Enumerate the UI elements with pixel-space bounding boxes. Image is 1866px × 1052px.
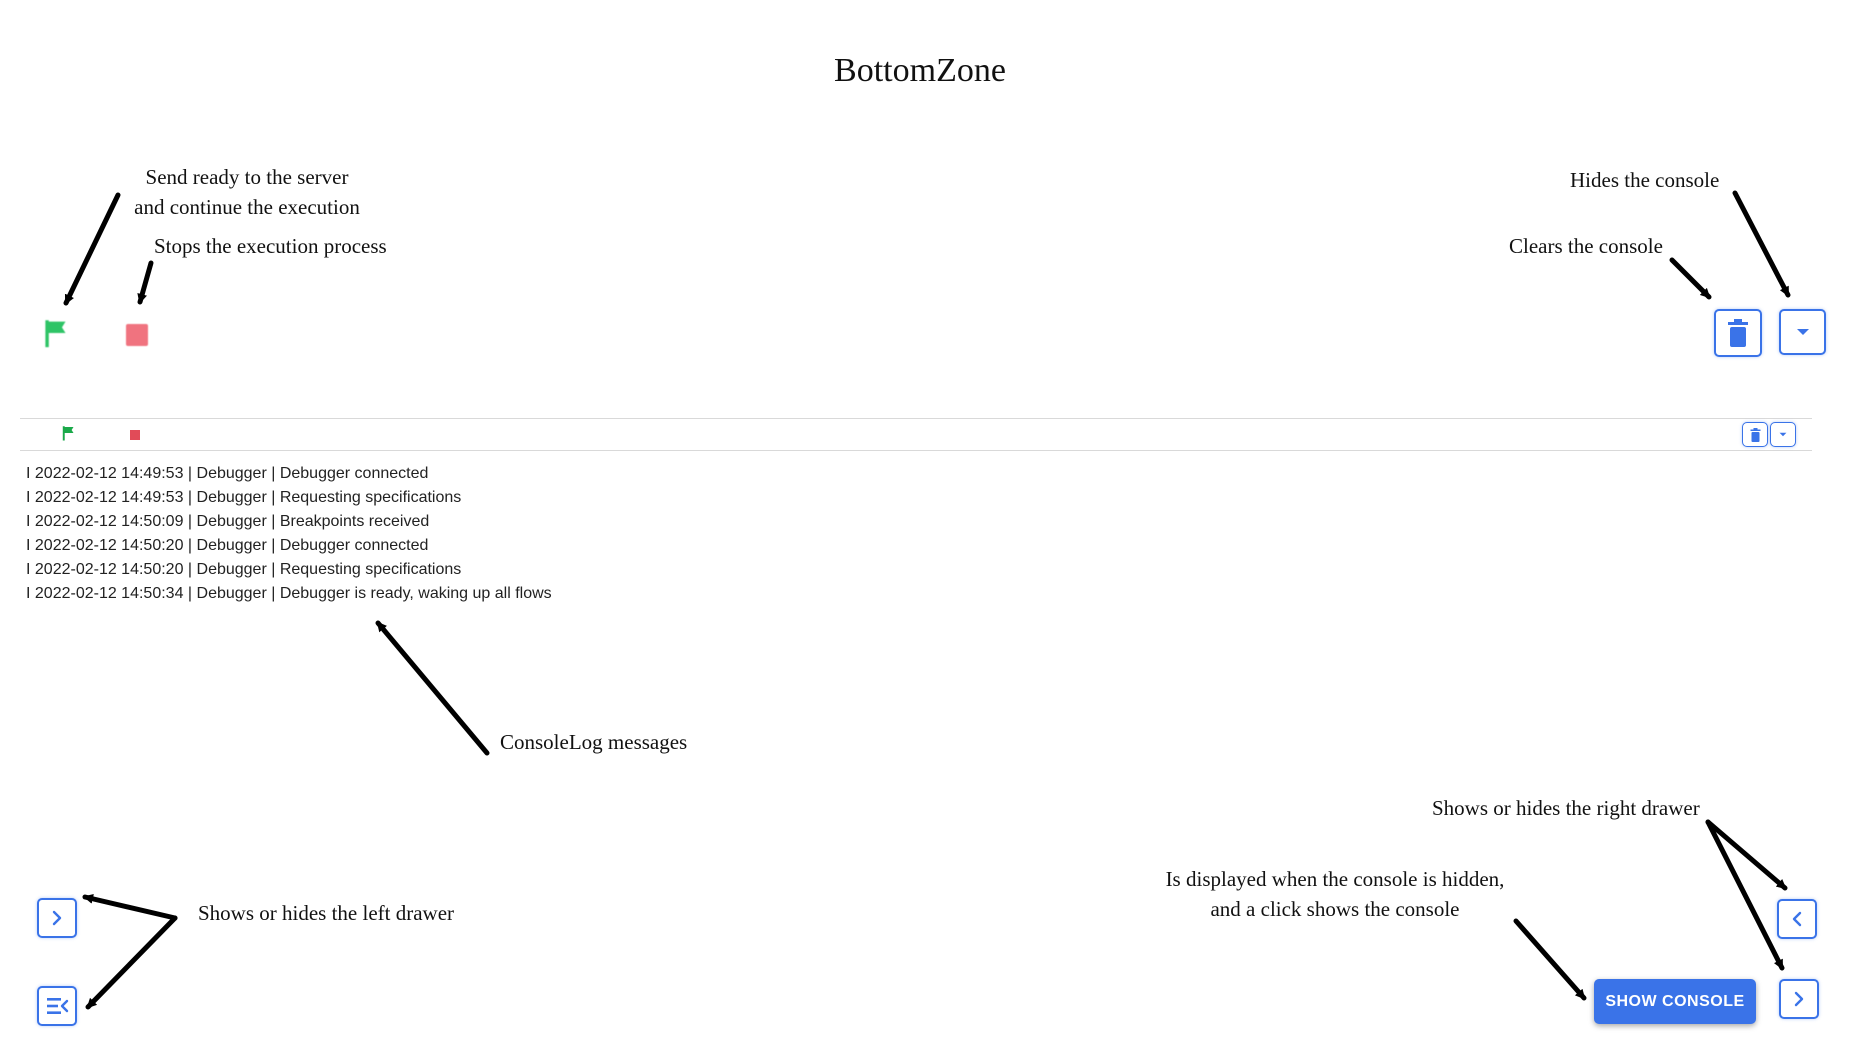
- stop-icon[interactable]: [130, 430, 140, 440]
- arrow-send-ready: [63, 192, 121, 306]
- log-entry: I 2022-02-12 14:49:53 | Debugger | Debug…: [26, 465, 429, 482]
- arrow-clears-console: [1669, 257, 1712, 300]
- console-toolbar: [20, 418, 1812, 451]
- arrow-left-drawer-top: [82, 893, 178, 921]
- left-drawer-toggle-button[interactable]: [37, 898, 77, 938]
- annotation-hides-console: Hides the console: [1570, 168, 1720, 192]
- show-console-button[interactable]: SHOW CONSOLE: [1594, 979, 1756, 1024]
- annotation-send-ready-line1: Send ready to the server: [145, 165, 349, 189]
- hide-console-button[interactable]: [1770, 422, 1796, 447]
- arrow-show-console: [1513, 918, 1587, 1001]
- trash-icon: [1750, 427, 1760, 442]
- annotation-send-ready: Send ready to the server and continue th…: [112, 162, 382, 222]
- caret-down-icon: [1779, 432, 1787, 437]
- log-entry: I 2022-02-12 14:50:20 | Debugger | Reque…: [26, 561, 462, 578]
- annotation-left-drawer: Shows or hides the left drawer: [198, 901, 455, 925]
- annotation-consolelog-messages: ConsoleLog messages: [500, 730, 688, 754]
- chevron-left-icon: [1792, 911, 1802, 927]
- console-log: I 2022-02-12 14:49:53 | Debugger | Debug…: [26, 462, 552, 606]
- trash-icon: [1728, 319, 1748, 347]
- arrow-consolelog: [375, 620, 490, 756]
- arrow-hides-console: [1732, 190, 1791, 298]
- arrow-stop-execution: [137, 260, 154, 305]
- annotation-clears-console: Clears the console: [1509, 234, 1663, 258]
- menu-collapse-icon: [47, 998, 69, 1014]
- chevron-right-icon: [1794, 991, 1804, 1007]
- log-entry: I 2022-02-12 14:50:34 | Debugger | Debug…: [26, 585, 552, 602]
- log-entry: I 2022-02-12 14:50:20 | Debugger | Debug…: [26, 537, 429, 554]
- annotation-show-console: Is displayed when the console is hidden,…: [1150, 864, 1520, 924]
- flag-icon[interactable]: [40, 316, 74, 350]
- caret-down-icon: [1796, 329, 1809, 335]
- clear-console-button[interactable]: [1714, 309, 1762, 357]
- log-entry: I 2022-02-12 14:49:53 | Debugger | Reque…: [26, 489, 462, 506]
- annotation-show-console-line1: Is displayed when the console is hidden,: [1165, 867, 1505, 891]
- annotation-right-drawer: Shows or hides the right drawer: [1432, 796, 1700, 820]
- log-entry: I 2022-02-12 14:50:09 | Debugger | Break…: [26, 513, 430, 530]
- diagram-title: BottomZone: [834, 52, 1006, 89]
- stop-icon[interactable]: [126, 324, 148, 346]
- left-drawer-menu-button[interactable]: [37, 986, 77, 1026]
- right-drawer-toggle-button[interactable]: [1777, 899, 1817, 939]
- annotation-send-ready-line2: and continue the execution: [134, 195, 360, 219]
- clear-console-button[interactable]: [1742, 422, 1768, 447]
- right-drawer-toggle-button[interactable]: [1779, 979, 1819, 1019]
- annotation-show-console-line2: and a click shows the console: [1210, 897, 1460, 921]
- chevron-right-icon: [52, 910, 62, 926]
- annotation-stop-execution: Stops the execution process: [154, 234, 387, 258]
- arrow-right-drawer-bottom: [1705, 819, 1785, 971]
- arrow-right-drawer-top: [1705, 819, 1788, 891]
- arrow-left-drawer-bottom: [85, 915, 178, 1010]
- flag-icon[interactable]: [60, 424, 78, 442]
- hide-console-button[interactable]: [1779, 309, 1826, 355]
